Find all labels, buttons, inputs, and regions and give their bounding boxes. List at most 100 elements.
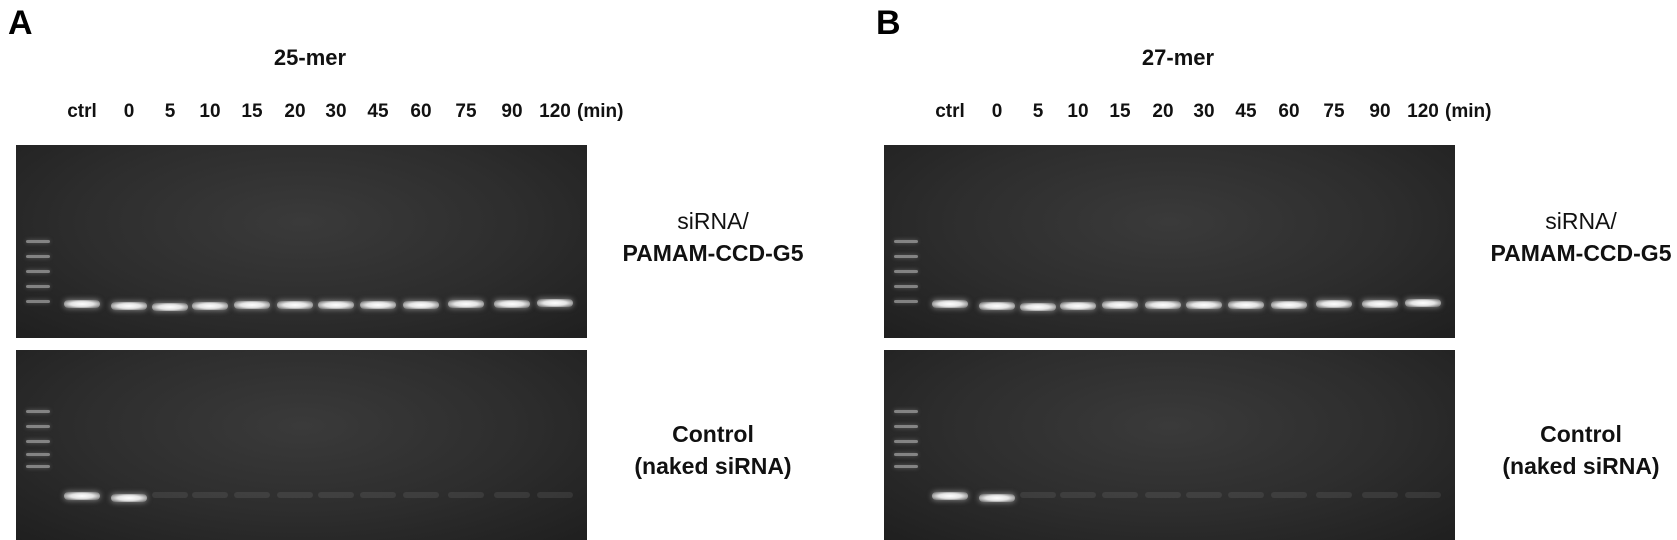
ladder-band bbox=[894, 440, 918, 443]
lane-label: 30 bbox=[1193, 101, 1215, 122]
gel-bottom bbox=[16, 350, 587, 540]
gel-top bbox=[884, 145, 1455, 338]
lane-label: 10 bbox=[1067, 101, 1089, 122]
gel-band bbox=[64, 300, 100, 308]
gel-band-faint bbox=[360, 492, 396, 498]
ladder-band bbox=[26, 440, 50, 443]
gel-band bbox=[403, 301, 439, 309]
gel-band-faint bbox=[1102, 492, 1138, 498]
ladder-band bbox=[894, 285, 918, 288]
gel-band bbox=[111, 302, 147, 310]
gel-band bbox=[318, 301, 354, 309]
ladder-band bbox=[26, 465, 50, 468]
gel-top-label-line2: PAMAM-CCD-G5 bbox=[622, 240, 804, 266]
lane-label: 60 bbox=[1278, 101, 1300, 122]
lane-label: 60 bbox=[410, 101, 432, 122]
ladder-band bbox=[26, 425, 50, 428]
lane-label: 45 bbox=[1235, 101, 1257, 122]
ladder-band bbox=[894, 240, 918, 243]
gel-band bbox=[1102, 301, 1138, 309]
gel-band-faint bbox=[1316, 492, 1352, 498]
panel-title: 25-mer bbox=[273, 45, 347, 70]
gel-band bbox=[152, 303, 188, 311]
gel-band bbox=[234, 301, 270, 309]
gel-band bbox=[360, 301, 396, 309]
gel-bottom bbox=[884, 350, 1455, 540]
gel-band bbox=[979, 494, 1015, 502]
gel-band-faint bbox=[152, 492, 188, 498]
lane-label: 30 bbox=[325, 101, 347, 122]
ladder-band bbox=[26, 453, 50, 456]
lane-label: 15 bbox=[241, 101, 263, 122]
gel-band bbox=[1060, 302, 1096, 310]
gel-band bbox=[1228, 301, 1264, 309]
gel-band-faint bbox=[494, 492, 530, 498]
lane-label: 20 bbox=[1152, 101, 1174, 122]
lane-label: 0 bbox=[991, 101, 1003, 122]
gel-band-faint bbox=[1271, 492, 1307, 498]
gel-band bbox=[932, 300, 968, 308]
gel-top-label-line1: siRNA/ bbox=[677, 208, 749, 234]
ladder-band bbox=[26, 270, 50, 273]
gel-band-faint bbox=[448, 492, 484, 498]
ladder-band bbox=[894, 453, 918, 456]
ladder-band bbox=[894, 255, 918, 258]
ladder-band bbox=[894, 300, 918, 303]
lane-label: 0 bbox=[123, 101, 135, 122]
ladder-band bbox=[26, 240, 50, 243]
gel-band bbox=[1405, 299, 1441, 307]
ladder-band bbox=[26, 255, 50, 258]
gel-band bbox=[1145, 301, 1181, 309]
gel-band bbox=[537, 299, 573, 307]
gel-band bbox=[192, 302, 228, 310]
gel-band bbox=[1316, 300, 1352, 308]
gel-band-faint bbox=[192, 492, 228, 498]
lane-label: 15 bbox=[1109, 101, 1131, 122]
panel-title: 27-mer bbox=[1141, 45, 1215, 70]
gel-band bbox=[932, 492, 968, 500]
gel-bottom-label-line2: (naked siRNA) bbox=[634, 453, 792, 479]
panel-letter: B bbox=[876, 4, 901, 42]
lane-label: 45 bbox=[367, 101, 389, 122]
lane-label: 5 bbox=[164, 101, 176, 122]
gel-top bbox=[16, 145, 587, 338]
lane-label: 5 bbox=[1032, 101, 1044, 122]
gel-bottom-label: Control (naked siRNA) bbox=[1466, 418, 1677, 482]
unit-label: (min) bbox=[577, 101, 624, 122]
gel-band bbox=[64, 492, 100, 500]
lane-label: 75 bbox=[1323, 101, 1345, 122]
gel-band bbox=[1362, 300, 1398, 308]
gel-band-faint bbox=[1186, 492, 1222, 498]
gel-bottom-label-line2: (naked siRNA) bbox=[1502, 453, 1660, 479]
lane-label: 75 bbox=[455, 101, 477, 122]
gel-band-faint bbox=[537, 492, 573, 498]
ladder-band bbox=[26, 285, 50, 288]
gel-top-label: siRNA/ PAMAM-CCD-G5 bbox=[598, 205, 828, 269]
gel-top-label-line2: PAMAM-CCD-G5 bbox=[1490, 240, 1672, 266]
gel-band-faint bbox=[403, 492, 439, 498]
lane-label: ctrl bbox=[67, 101, 97, 122]
gel-band bbox=[1271, 301, 1307, 309]
lane-label: 120 bbox=[1407, 101, 1439, 122]
gel-band-faint bbox=[318, 492, 354, 498]
lane-label: 120 bbox=[539, 101, 571, 122]
gel-band-faint bbox=[1362, 492, 1398, 498]
gel-bottom-label-line1: Control bbox=[672, 421, 754, 447]
gel-top-label-line1: siRNA/ bbox=[1545, 208, 1617, 234]
ladder-band bbox=[26, 300, 50, 303]
lane-label: ctrl bbox=[935, 101, 965, 122]
unit-label: (min) bbox=[1445, 101, 1492, 122]
ladder-band bbox=[26, 410, 50, 413]
gel-band bbox=[111, 494, 147, 502]
gel-top-label: siRNA/ PAMAM-CCD-G5 bbox=[1466, 205, 1677, 269]
gel-band-faint bbox=[1405, 492, 1441, 498]
gel-band-faint bbox=[277, 492, 313, 498]
gel-band-faint bbox=[1020, 492, 1056, 498]
ladder-band bbox=[894, 410, 918, 413]
ladder-band bbox=[894, 465, 918, 468]
gel-bottom-label-line1: Control bbox=[1540, 421, 1622, 447]
gel-band bbox=[277, 301, 313, 309]
